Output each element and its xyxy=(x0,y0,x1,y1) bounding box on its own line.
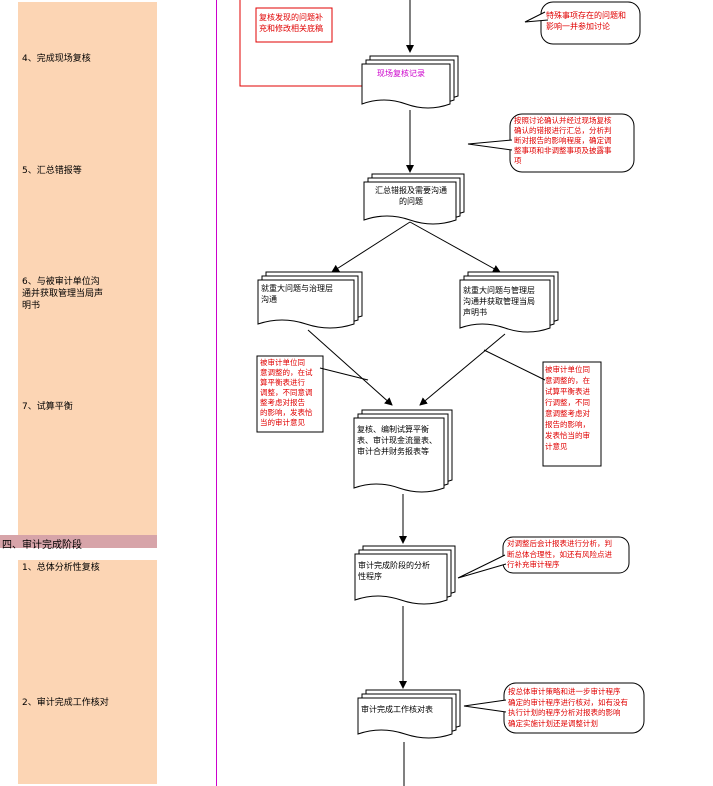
special-matters-bubble xyxy=(524,1,641,45)
arrow-to-management xyxy=(409,221,501,273)
supplement-note-text: 复核发现的问题补 充和修改相关底稿 xyxy=(259,13,323,33)
doc-completion-checklist xyxy=(357,689,461,739)
phase-bar xyxy=(0,535,157,548)
step-overall-analytical-review: 1、总体分析性复核 xyxy=(22,563,100,573)
field-review-record-text: 现场复核记录 xyxy=(377,69,425,78)
communicate-governance-text: 就重大问题与治理层 沟通 xyxy=(261,284,333,304)
step-trial-balance: 7、试算平衡 xyxy=(22,402,73,412)
step-communicate-client: 6、与被审计单位沟 通并获取管理当局声 明书 xyxy=(22,277,104,311)
overall-strategy-bubble xyxy=(463,682,645,734)
step-complete-field-review: 4、完成现场复核 xyxy=(22,54,91,64)
trial-balance-text: 复核、编制试算平衡 表、审计现金流量表、 审计合并财务报表等 xyxy=(357,425,437,456)
doc-communicate-governance xyxy=(257,271,363,329)
feedback-bracket xyxy=(239,0,362,87)
special-matters-text: 特殊事项存在的问题和 影响一并参加讨论 xyxy=(546,11,626,31)
doc-trial-balance xyxy=(353,409,453,493)
doc-summary-misstatements xyxy=(363,173,465,225)
doc-completion-analysis xyxy=(354,545,456,605)
client-agree-right-text: 被审计单位同 意调整的，在 试算平衡表进 行调整，不同 意调整考虑对 报告的影响… xyxy=(545,365,590,451)
after-adjust-text: 对调整后会计报表进行分析，判 断总体合理性，如还有风险点进 行补充审计程序 xyxy=(507,539,612,569)
arrow-governance-to-tb xyxy=(307,329,393,406)
communicate-management-text: 就重大问题与管理层 沟通并获取管理当局 声明书 xyxy=(463,286,535,317)
client-agree-left-box xyxy=(256,355,324,433)
confirm-adjust-bubble xyxy=(467,113,635,173)
supplement-note-box xyxy=(255,7,333,43)
overall-strategy-text: 按总体审计策略和进一步审计程序 确定的审计程序进行核对，如有没有 执行计划的程序… xyxy=(508,687,628,728)
doc-communicate-management xyxy=(459,271,559,333)
arrow-management-to-tb xyxy=(419,333,506,406)
completion-analysis-text: 审计完成阶段的分析 性程序 xyxy=(358,561,430,581)
left-panel-bottom xyxy=(18,560,157,784)
client-agree-right-box xyxy=(542,361,602,467)
doc-field-review-record xyxy=(361,55,459,109)
after-adjust-bubble xyxy=(457,536,630,579)
arrow-to-governance xyxy=(331,221,411,273)
completion-checklist-text: 审计完成工作核对表 xyxy=(361,705,433,714)
confirm-adjust-text: 按照讨论确认并经过现场复核 确认的错报进行汇总，分析判 断对报告的影响程度，确定… xyxy=(514,116,612,165)
lane-divider xyxy=(216,0,217,786)
client-agree-left-text: 被审计单位同 意调整的，在试 算平衡表进行 调整，不同意调 整考虑对报告 的影响… xyxy=(260,358,313,427)
left-panel-top xyxy=(18,2,157,535)
phase-label: 四、审计完成阶段 xyxy=(2,540,82,551)
step-summarize-misstatements: 5、汇总错报等 xyxy=(22,166,82,176)
step-completion-checklist: 2、审计完成工作核对 xyxy=(22,698,109,708)
summary-misstatements-text: 汇总错报及需要沟通 的问题 xyxy=(375,186,447,206)
